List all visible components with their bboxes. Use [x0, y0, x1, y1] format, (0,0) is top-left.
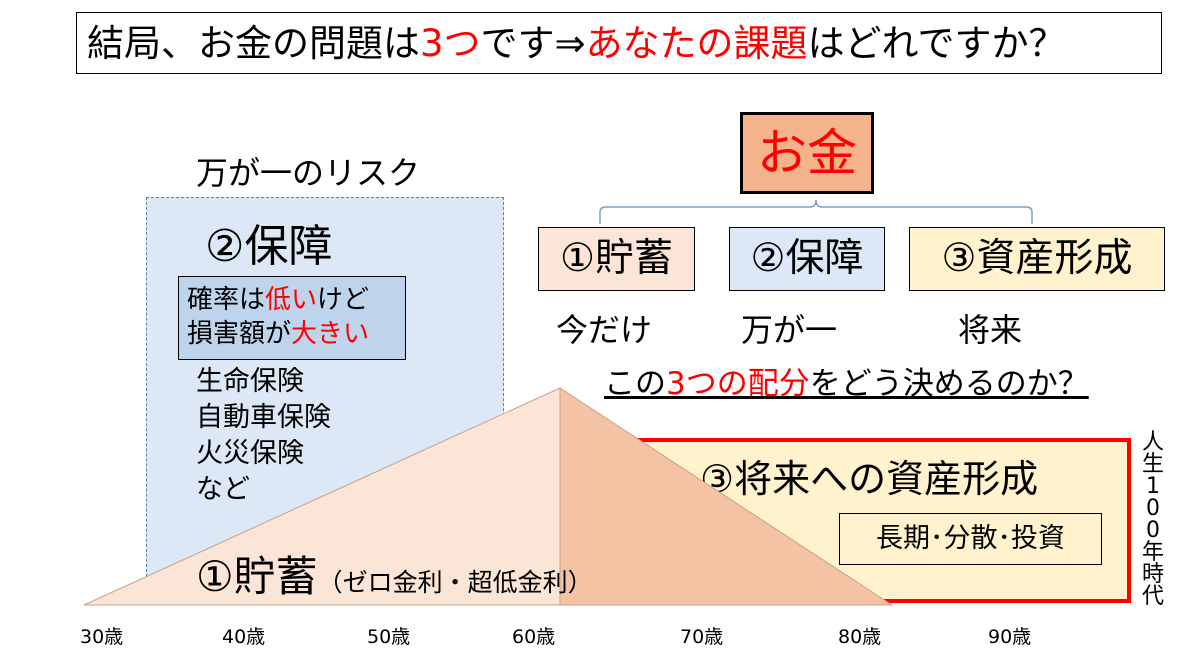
category-sub-hoshou: 万が一: [741, 311, 838, 349]
chokin-small: （ゼロ金利・超低金利）: [317, 568, 593, 597]
risk-header: 万が一のリスク: [196, 154, 421, 192]
vertical-char: 時: [1141, 562, 1164, 587]
question-highlight: 3つの配分: [666, 366, 810, 402]
note-text: 確率は: [187, 285, 266, 315]
hoshou-title: ②保障: [205, 221, 333, 272]
brace-line: [599, 199, 1033, 224]
risk-note-line1: 確率は低いけど: [187, 283, 405, 317]
investment-tag: 長期･分散･投資: [839, 513, 1102, 565]
title-part1: 結局、お金の問題は: [87, 22, 420, 65]
risk-note: 確率は低いけど 損害額が大きい: [178, 276, 406, 360]
category-sub-shisan: 将来: [958, 311, 1023, 349]
note-highlight: 大きい: [291, 319, 370, 349]
vertical-char: 0: [1146, 496, 1160, 521]
list-item: 自動車保険: [196, 402, 331, 433]
risk-note-line2: 損害額が大きい: [187, 317, 405, 351]
list-item: 火災保険: [196, 438, 304, 469]
age-label: 80歳: [838, 626, 882, 648]
vertical-char: 人: [1141, 430, 1164, 455]
vertical-char: 1: [1146, 474, 1160, 499]
question-text: この: [604, 366, 666, 402]
question-text: をどう決めるのか？: [809, 366, 1089, 402]
age-label: 60歳: [512, 626, 556, 648]
age-label: 70歳: [680, 626, 724, 648]
title-part3: です⇒: [480, 22, 586, 65]
category-chokin: ①貯蓄: [538, 227, 695, 291]
age-label: 30歳: [80, 626, 124, 648]
vertical-char: 生: [1141, 452, 1164, 477]
note-text: 損害額が: [187, 319, 292, 349]
vertical-char: 代: [1141, 584, 1164, 609]
note-highlight: 低い: [265, 285, 318, 315]
age-label: 90歳: [988, 626, 1032, 648]
allocation-question: この3つの配分をどう決めるのか？: [604, 358, 1089, 403]
list-item: など: [196, 474, 250, 505]
category-shisan: ③資産形成: [909, 227, 1165, 291]
chokin-label: ①貯蓄（ゼロ金利・超低金利）: [196, 543, 593, 604]
age-label: 40歳: [222, 626, 266, 648]
note-text: けど: [317, 285, 370, 315]
okane-box: お金: [740, 112, 874, 194]
vertical-char: 0: [1146, 518, 1160, 543]
category-sub-chokin: 今だけ: [556, 311, 653, 349]
triangle-right: [559, 387, 894, 606]
chokin-main: ①貯蓄: [196, 552, 318, 601]
title-part4: あなたの課題: [585, 22, 808, 65]
future-title: ③将来への資産形成: [700, 457, 1039, 501]
category-hoshou: ②保障: [729, 227, 885, 291]
insurance-list: 生命保険 自動車保険 火災保険 など: [196, 364, 331, 508]
title-part2: 3つ: [420, 22, 481, 65]
title-part5: はどれですか？: [807, 22, 1066, 65]
page-title: 結局、お金の問題は3つです⇒あなたの課題はどれですか？: [76, 12, 1162, 74]
list-item: 生命保険: [196, 366, 304, 397]
age-label: 50歳: [367, 626, 411, 648]
vertical-char: 年: [1141, 540, 1164, 565]
